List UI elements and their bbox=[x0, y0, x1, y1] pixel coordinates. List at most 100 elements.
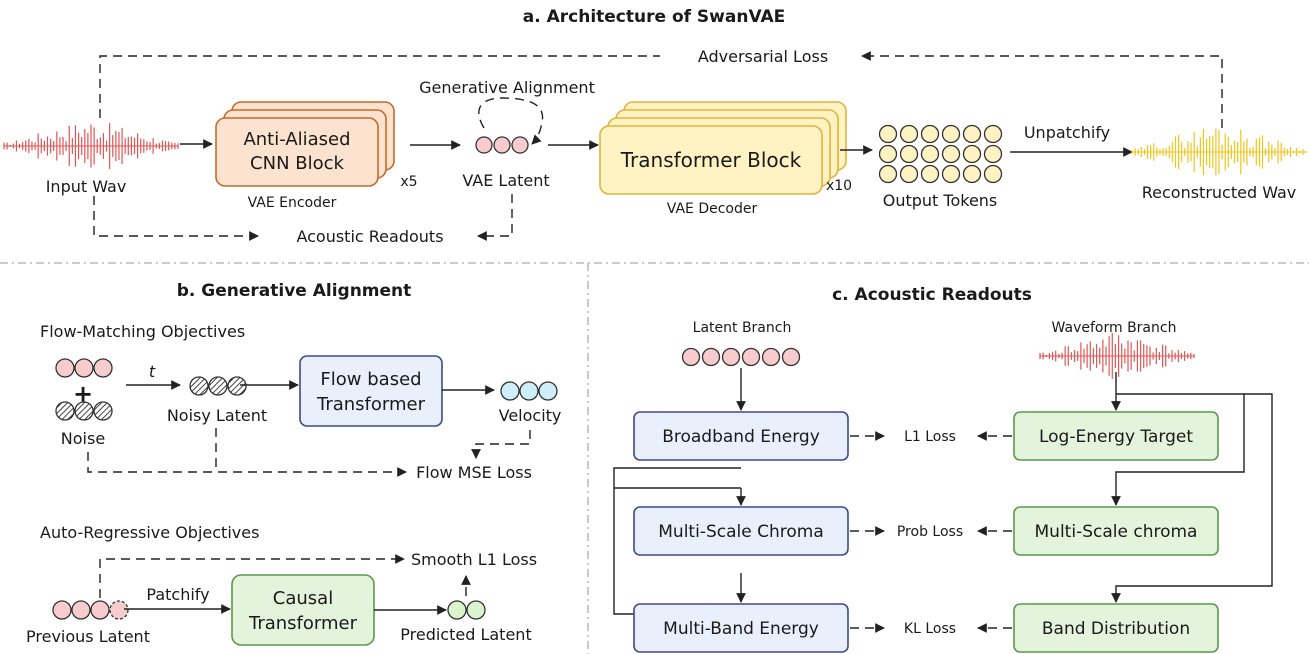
smooth-l1-loss-label: Smooth L1 Loss bbox=[411, 550, 537, 569]
waveform-readout-label: Band Distribution bbox=[1042, 619, 1190, 639]
encoder-block-line1: Anti-Aliased bbox=[243, 129, 350, 150]
t-label: t bbox=[149, 362, 156, 381]
causal-box-line1: Causal bbox=[273, 588, 333, 609]
generative-alignment-loop bbox=[478, 97, 544, 145]
velocity-circle bbox=[519, 381, 539, 401]
noisy-latent-circle bbox=[189, 376, 209, 396]
velocity-circle bbox=[500, 381, 520, 401]
waveform-branch-wave bbox=[1039, 333, 1195, 379]
readout-rows: Broadband Energy Log-Energy Target L1 Loss… bbox=[633, 411, 1219, 653]
latent-branch-circle bbox=[741, 347, 761, 367]
noisy-latent-circle bbox=[208, 376, 228, 396]
flow-matching-heading: Flow-Matching Objectives bbox=[40, 322, 245, 341]
plus-sign: + bbox=[73, 380, 93, 408]
patchify-label: Patchify bbox=[146, 585, 209, 604]
previous-latent-circle bbox=[71, 600, 91, 620]
noise-circle bbox=[55, 401, 75, 421]
output-token bbox=[962, 164, 982, 184]
waveform-readout-box bbox=[1013, 506, 1219, 556]
section-c-title: c. Acoustic Readouts bbox=[832, 285, 1032, 305]
anti-aliased-cnn-block bbox=[215, 117, 379, 187]
output-token bbox=[920, 124, 940, 144]
output-token bbox=[983, 164, 1003, 184]
acoustic-readouts-links: Acoustic Readouts bbox=[93, 194, 513, 246]
output-token bbox=[899, 124, 919, 144]
output-token-grid bbox=[878, 124, 1003, 184]
waveform-readout-label: Log-Energy Target bbox=[1039, 427, 1193, 447]
flow-mse-links bbox=[87, 428, 531, 477]
input-waveform bbox=[3, 122, 179, 170]
readout-loss-label: Prob Loss bbox=[897, 524, 963, 540]
noise-circle bbox=[93, 401, 113, 421]
flow-box-line1: Flow based bbox=[320, 369, 421, 390]
latent-branch-circle bbox=[781, 347, 801, 367]
noise-circles bbox=[55, 401, 113, 421]
predicted-latent-circles bbox=[447, 600, 486, 620]
encoder-block-line2: CNN Block bbox=[250, 153, 344, 174]
smooth-loss-link bbox=[99, 554, 405, 598]
causal-transformer-box bbox=[231, 574, 375, 646]
vae-latent-circles bbox=[475, 136, 529, 154]
waveform-readout-box bbox=[1013, 411, 1219, 461]
velocity-circle bbox=[538, 381, 558, 401]
previous-latent-circle bbox=[90, 600, 110, 620]
previous-latent-label: Previous Latent bbox=[26, 627, 150, 646]
output-token bbox=[878, 144, 898, 164]
predicted-latent-label: Predicted Latent bbox=[400, 625, 531, 644]
output-token bbox=[878, 124, 898, 144]
latent-readout-label: Broadband Energy bbox=[662, 427, 820, 447]
previous-latent-circle bbox=[109, 600, 129, 620]
velocity-circles bbox=[500, 381, 558, 401]
readout-connectors bbox=[613, 368, 1273, 615]
clean-latent-circle bbox=[55, 358, 75, 378]
latent-readout-box bbox=[633, 603, 849, 653]
output-token bbox=[899, 164, 919, 184]
acoustic-readouts-label: Acoustic Readouts bbox=[296, 227, 443, 246]
auto-regressive-heading: Auto-Regressive Objectives bbox=[40, 523, 259, 542]
latent-branch-circle bbox=[681, 347, 701, 367]
latent-readout-box bbox=[633, 506, 849, 556]
adversarial-loss-loop: Adversarial Loss bbox=[99, 47, 1223, 128]
section-b-title: b. Generative Alignment bbox=[177, 281, 412, 301]
adversarial-loss-label: Adversarial Loss bbox=[698, 47, 828, 66]
input-wav-label: Input Wav bbox=[46, 177, 127, 196]
vae-decoder-stack: Transformer Block bbox=[599, 101, 847, 195]
output-token bbox=[920, 164, 940, 184]
predicted-latent-circle bbox=[466, 600, 486, 620]
waveform-readout-label: Multi-Scale chroma bbox=[1035, 522, 1198, 542]
vae-latent-label: VAE Latent bbox=[462, 171, 549, 190]
waveform-readout-box bbox=[1013, 603, 1219, 653]
decoder-block-label: Transformer Block bbox=[620, 148, 802, 172]
output-token bbox=[941, 164, 961, 184]
vae-encoder-label: VAE Encoder bbox=[248, 195, 337, 211]
vae-encoder-stack: Anti-Aliased CNN Block bbox=[215, 101, 395, 187]
vae-decoder-label: VAE Decoder bbox=[667, 201, 758, 217]
readout-loss-label: KL Loss bbox=[904, 621, 956, 637]
readout-loss-label: L1 Loss bbox=[904, 429, 956, 445]
decoder-repeat-label: x10 bbox=[826, 178, 852, 194]
latent-circle bbox=[475, 136, 493, 154]
output-token bbox=[878, 164, 898, 184]
reconstructed-waveform bbox=[1131, 128, 1307, 176]
latent-branch-circles bbox=[681, 347, 801, 367]
noise-circle bbox=[74, 401, 94, 421]
output-tokens-label: Output Tokens bbox=[883, 191, 998, 210]
clean-latent-circle bbox=[74, 358, 94, 378]
output-token bbox=[941, 124, 961, 144]
causal-box-line2: Transformer bbox=[248, 613, 358, 634]
section-a-title: a. Architecture of SwanVAE bbox=[523, 7, 785, 27]
latent-circle bbox=[511, 136, 529, 154]
generative-alignment-label: Generative Alignment bbox=[419, 78, 595, 97]
output-token bbox=[920, 144, 940, 164]
latent-readout-label: Multi-Scale Chroma bbox=[658, 522, 823, 542]
latent-branch-circle bbox=[721, 347, 741, 367]
velocity-label: Velocity bbox=[499, 406, 562, 425]
output-token bbox=[983, 144, 1003, 164]
transformer-block bbox=[599, 125, 823, 195]
latent-branch-label: Latent Branch bbox=[693, 320, 792, 336]
predicted-latent-circle bbox=[447, 600, 467, 620]
noisy-latent-circles bbox=[189, 376, 247, 396]
encoder-repeat-label: x5 bbox=[400, 174, 417, 190]
unpatchify-label: Unpatchify bbox=[1024, 123, 1110, 142]
clean-latent-circle bbox=[93, 358, 113, 378]
